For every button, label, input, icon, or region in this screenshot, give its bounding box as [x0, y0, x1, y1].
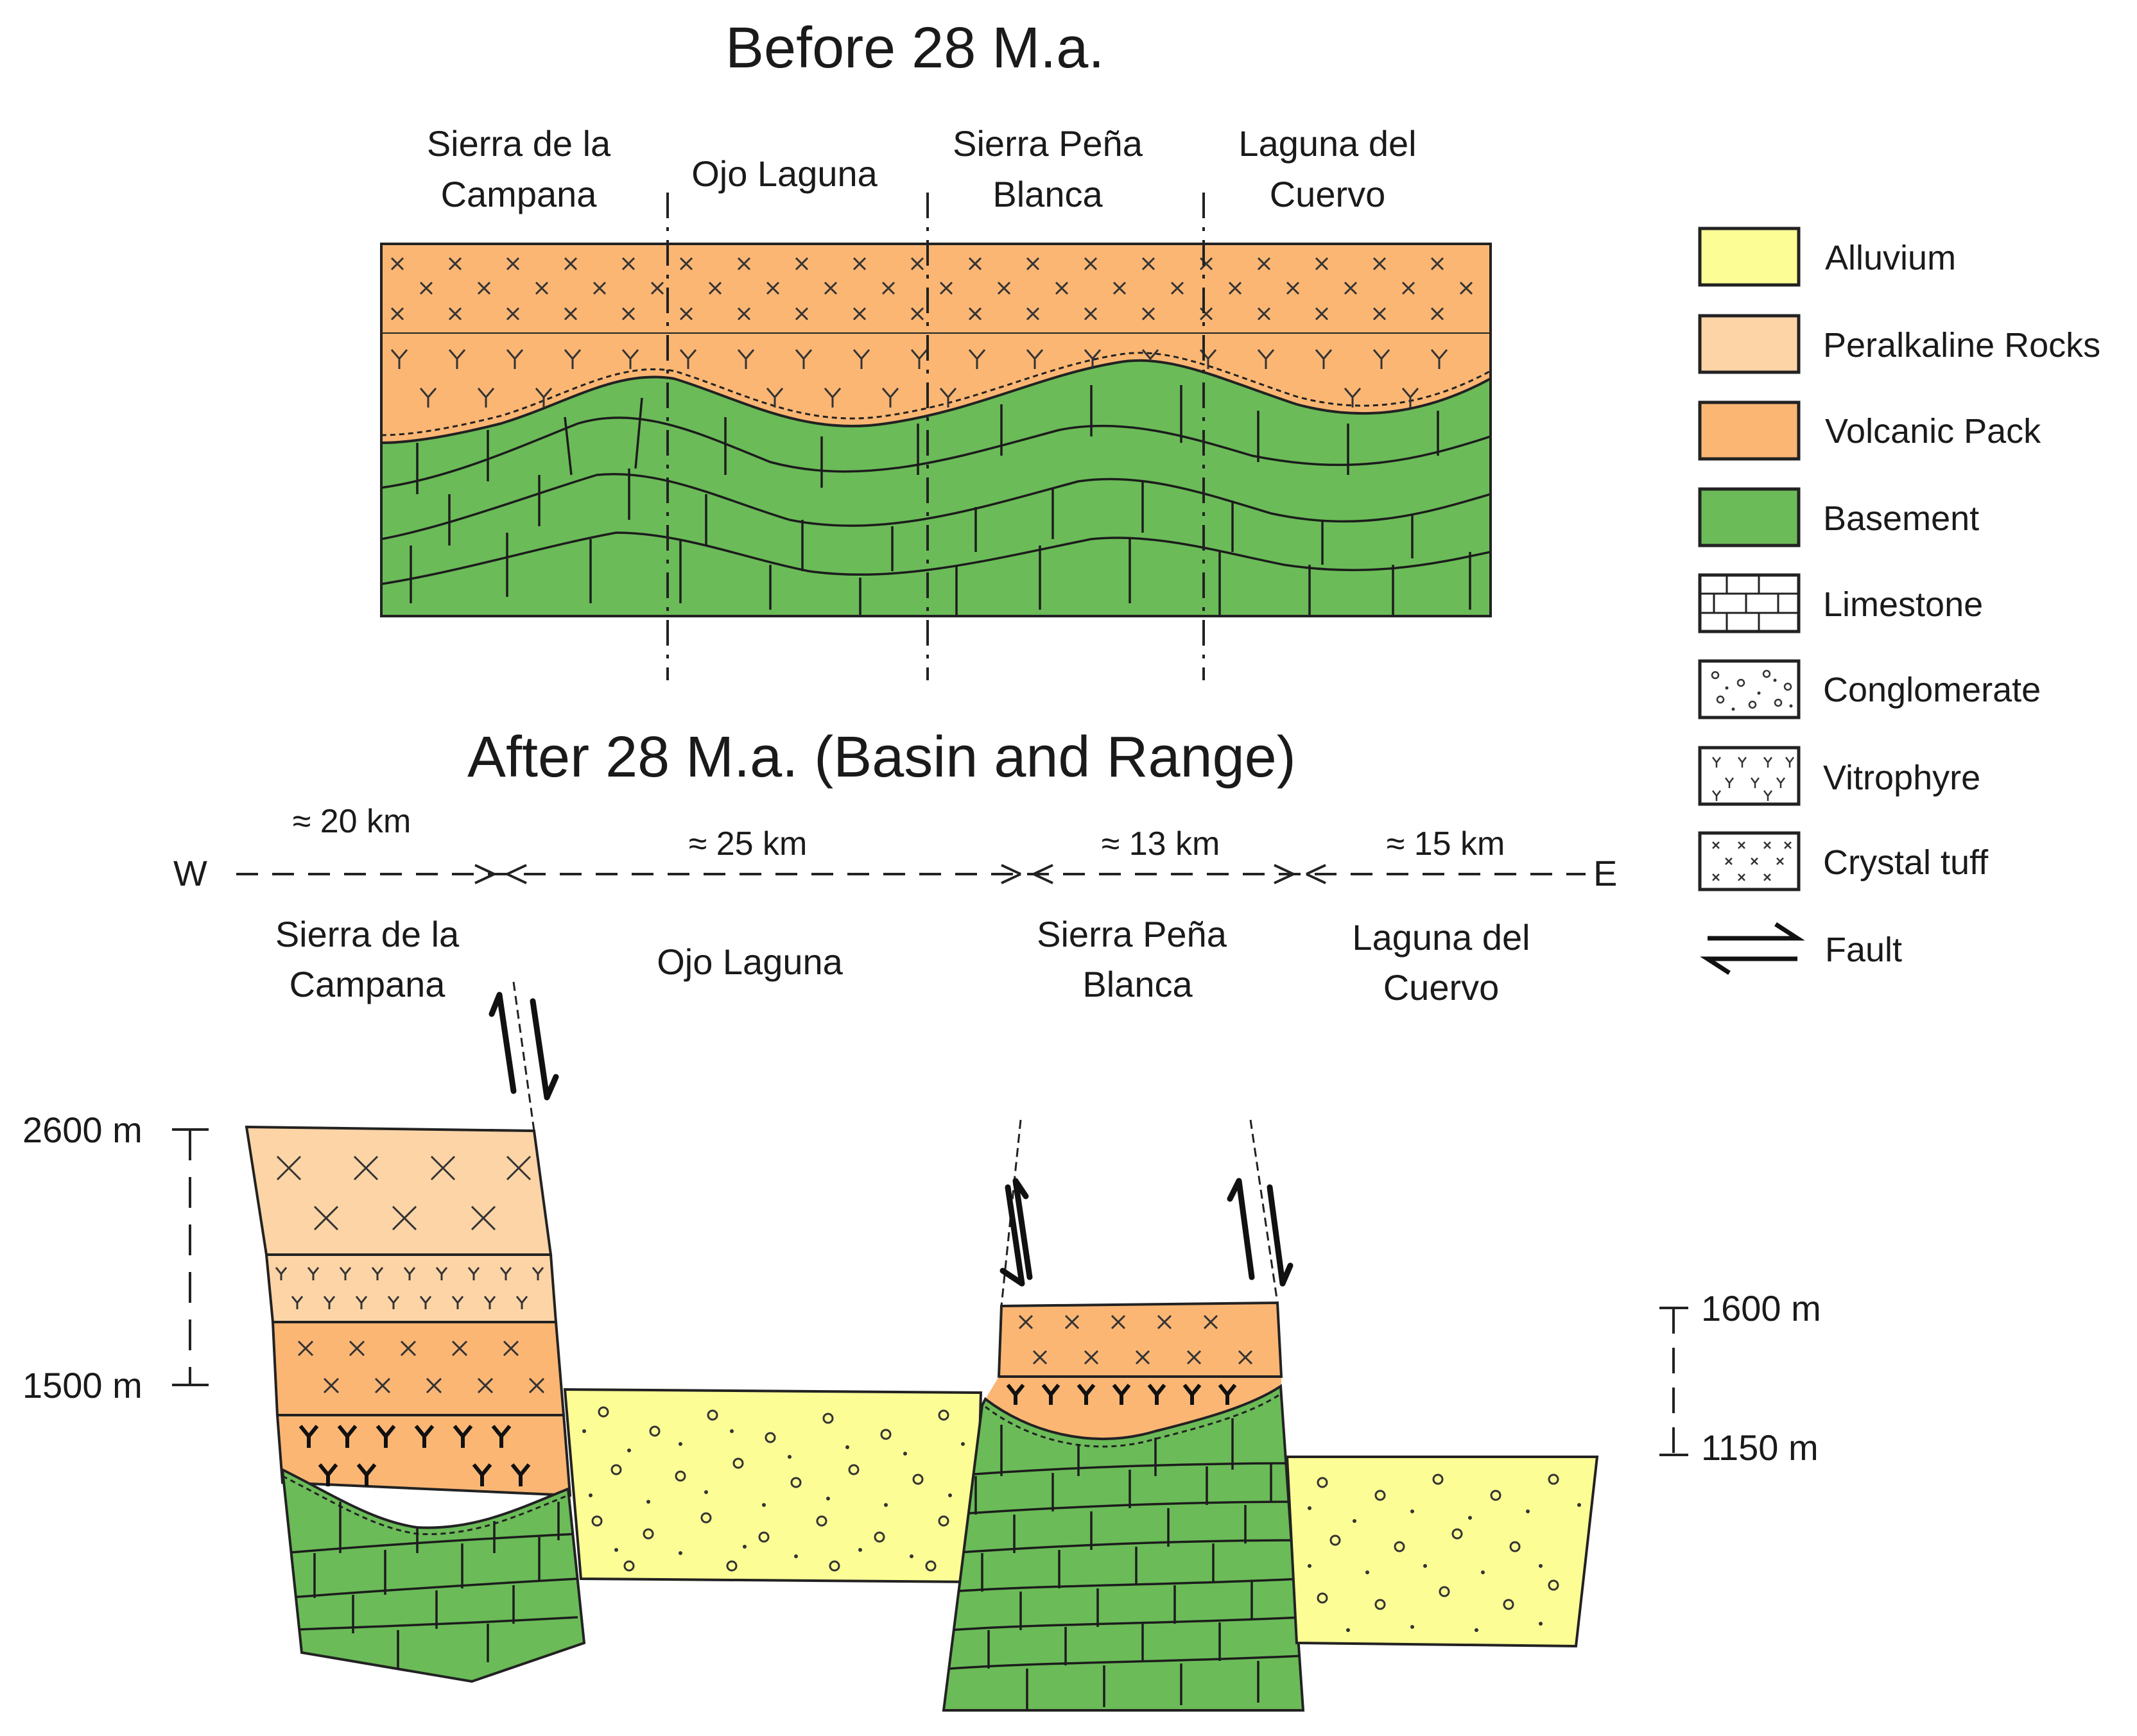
legend-label-peralkaline: Peralkaline Rocks [1823, 326, 2100, 365]
campana-vitrophyre-peralkaline [264, 1253, 558, 1323]
pena-blanca-basement-bricks [949, 1418, 1303, 1710]
campana-volcanic-vitrophyre-symbols [298, 1425, 531, 1486]
legend-item-conglomerate: Conglomerate [1698, 659, 2041, 719]
fault-symbol-icon [1700, 922, 1805, 975]
after-label-sierra-pena-2: Blanca [1082, 964, 1193, 1004]
scale-1500: 1500 m [22, 1365, 143, 1405]
east-label: E [1593, 853, 1617, 893]
legend-item-alluvium: Alluvium [1698, 227, 1956, 287]
fault-line-campana [512, 981, 535, 1131]
width-pena-blanca: ≈ 13 km [1102, 825, 1220, 863]
title-after: After 28 M.a. (Basin and Range) [467, 725, 1296, 789]
before-label-laguna-cuervo-2: Cuervo [1270, 174, 1386, 214]
pena-blanca-vitrophyre-symbols [1006, 1384, 1237, 1405]
after-label-laguna-cuervo-2: Cuervo [1383, 967, 1500, 1008]
width-laguna-cuervo: ≈ 15 km [1387, 825, 1505, 863]
before-label-sierra-pena-2: Blanca [992, 174, 1103, 214]
faults [489, 981, 1293, 1307]
width-campana: ≈ 20 km [293, 803, 411, 840]
legend-label-basement: Basement [1823, 499, 1979, 538]
campana-vitrophyre-volcanic [275, 1414, 572, 1497]
scale-1150: 1150 m [1701, 1427, 1819, 1468]
legend-item-vitrophyre: Vitrophyre [1698, 746, 1980, 806]
legend-label-alluvium: Alluvium [1825, 239, 1956, 277]
before-label-sierra-pena-1: Sierra Peña [953, 123, 1143, 164]
fault-line-pena-east [1249, 1119, 1279, 1303]
laguna-cuervo-conglomerate-symbols [1317, 1474, 1559, 1610]
scale-1600: 1600 m [1701, 1288, 1821, 1328]
before-vitrophyre-symbols [390, 349, 1448, 408]
before-basement-layer [380, 359, 1492, 617]
before-label-sierra-campana-1: Sierra de la [427, 123, 611, 164]
campana-crystal-tuff-volcanic [271, 1321, 566, 1416]
legend-item-fault: Fault [1700, 922, 1902, 975]
legend-item-basement: Basement [1698, 487, 1979, 547]
before-label-laguna-cuervo-1: Laguna del [1238, 123, 1416, 164]
arrowhead-icon [474, 864, 1326, 884]
legend-label-fault: Fault [1825, 931, 1902, 969]
after-label-laguna-cuervo-1: Laguna del [1352, 917, 1530, 958]
pena-blanca-basement [942, 1384, 1305, 1712]
before-region-dividers [666, 193, 1205, 680]
after-label-sierra-campana-1: Sierra de la [275, 914, 460, 954]
after-label-sierra-pena-1: Sierra Peña [1037, 914, 1227, 954]
after-region-labels: Sierra de la Campana Ojo Laguna Sierra P… [275, 914, 1530, 1008]
title-before: Before 28 M.a. [725, 16, 1104, 80]
pena-blanca-crystal-tuff [997, 1301, 1283, 1378]
campana-basement [281, 1467, 586, 1683]
pena-blanca-crystal-symbols [1018, 1314, 1253, 1365]
legend-label-conglomerate: Conglomerate [1823, 671, 2041, 709]
legend-item-peralkaline: Peralkaline Rocks [1698, 314, 2100, 374]
legend: Alluvium Peralkaline Rocks Volcanic Pack… [1698, 227, 2100, 975]
pena-blanca-vitrophyre [985, 1377, 1281, 1439]
right-elevation-scale: 1600 m 1150 m [1659, 1288, 1821, 1468]
before-section-border [380, 243, 1492, 617]
ojo-laguna-sand-dots [582, 1429, 965, 1558]
left-elevation-scale: 2600 m 1500 m [22, 1110, 209, 1405]
fault-arrow-icon [489, 992, 1293, 1287]
width-ojo-laguna: ≈ 25 km [689, 825, 808, 863]
legend-label-crystal-tuff: Crystal tuff [1823, 843, 1989, 882]
pena-blanca-block [942, 1301, 1305, 1712]
before-crystal-tuff-layer [380, 243, 1492, 335]
laguna-cuervo-alluvium [1285, 1456, 1599, 1648]
after-label-ojo-laguna: Ojo Laguna [657, 941, 843, 982]
campana-volcanic-crystal-symbols [297, 1340, 545, 1394]
campana-vitrophyre-symbols [275, 1267, 544, 1309]
before-basement-bricks [381, 385, 1491, 616]
before-weathered-contact [381, 352, 1491, 436]
before-label-sierra-campana-2: Campana [441, 174, 598, 214]
before-region-labels: Sierra de la Campana Ojo Laguna Sierra P… [427, 123, 1417, 214]
west-label: W [173, 853, 207, 893]
before-crystal-tuff-symbols [390, 257, 1473, 321]
legend-item-volcanic-pack: Volcanic Pack [1698, 400, 2041, 461]
legend-label-limestone: Limestone [1823, 585, 1983, 624]
legend-item-crystal-tuff: Crystal tuff [1698, 831, 1989, 891]
before-cross-section [380, 193, 1492, 680]
campana-crystal-tuff-peralkaline [245, 1125, 553, 1256]
distance-profile: W E ≈ 20 km ≈ 25 km ≈ 13 km ≈ 15 km [173, 803, 1617, 893]
ojo-laguna-alluvium-fill [563, 1388, 983, 1584]
legend-item-limestone: Limestone [1698, 573, 1983, 633]
ojo-laguna-conglomerate-symbols [591, 1406, 949, 1572]
after-label-sierra-campana-2: Campana [290, 964, 446, 1004]
before-label-ojo-laguna: Ojo Laguna [691, 153, 878, 194]
pena-blanca-weathered-contact [985, 1393, 1281, 1448]
legend-label-volcanic-pack: Volcanic Pack [1825, 412, 2041, 451]
legend-label-vitrophyre: Vitrophyre [1823, 759, 1980, 797]
campana-block [245, 1125, 586, 1683]
laguna-cuervo-alluvium-fill [1285, 1456, 1599, 1648]
campana-crystal-tuff-symbols [276, 1155, 532, 1231]
scale-2600: 2600 m [22, 1110, 143, 1150]
campana-basement-bricks [282, 1502, 578, 1669]
laguna-cuervo-sand-dots [1308, 1503, 1581, 1632]
ojo-laguna-alluvium [563, 1388, 983, 1584]
